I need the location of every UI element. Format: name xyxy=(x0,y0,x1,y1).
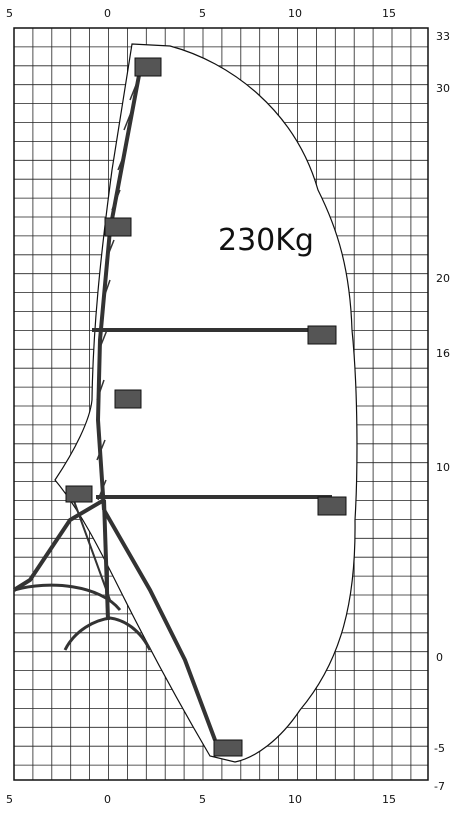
x-tick-bottom-2: 0 xyxy=(104,793,111,806)
basket-left xyxy=(65,485,93,503)
basket-top xyxy=(134,57,162,77)
y-tick-4: 16 xyxy=(436,347,450,360)
y-tick-3: 20 xyxy=(436,272,450,285)
y-tick-6: 0 xyxy=(436,651,443,664)
x-tick-top-3: 5 xyxy=(199,7,206,20)
basket-bottom xyxy=(213,739,243,757)
machine-drawing xyxy=(12,69,332,741)
y-tick-2: 30 xyxy=(436,82,450,95)
basket-upper-mid xyxy=(104,217,132,237)
x-tick-top-2: 0 xyxy=(104,7,111,20)
grid-frame xyxy=(13,27,429,781)
y-tick-5: 10 xyxy=(436,461,450,474)
x-tick-top-5: 15 xyxy=(382,7,396,20)
lower-boom-curve xyxy=(13,583,122,611)
load-label: 230Kg xyxy=(218,223,314,258)
x-axis-top: 5 0 5 10 15 xyxy=(6,7,396,20)
basket-mid xyxy=(114,389,142,409)
x-tick-bottom-5: 15 xyxy=(382,793,396,806)
basket-right-lower xyxy=(317,496,347,516)
x-tick-bottom-3: 5 xyxy=(199,793,206,806)
x-tick-top-4: 10 xyxy=(288,7,302,20)
y-axis-right: 33 30 20 16 10 0 -5 -7 xyxy=(434,30,450,793)
x-tick-bottom-4: 10 xyxy=(288,793,302,806)
main-boom-lattice xyxy=(96,79,139,501)
base-outriggers xyxy=(63,616,152,651)
y-tick-8: -7 xyxy=(434,780,445,793)
main-boom xyxy=(95,69,142,511)
x-tick-bottom-1: 5 xyxy=(6,793,13,806)
y-tick-7: -5 xyxy=(434,742,445,755)
x-axis-bottom: 5 0 5 10 15 xyxy=(6,793,396,806)
x-tick-top-1: 5 xyxy=(6,7,13,20)
brace-line xyxy=(69,489,111,601)
lower-boom-left xyxy=(12,498,106,592)
baskets xyxy=(65,57,347,757)
basket-right-upper xyxy=(307,325,337,345)
y-tick-1: 33 xyxy=(436,30,450,43)
lower-boom-down xyxy=(102,509,217,741)
